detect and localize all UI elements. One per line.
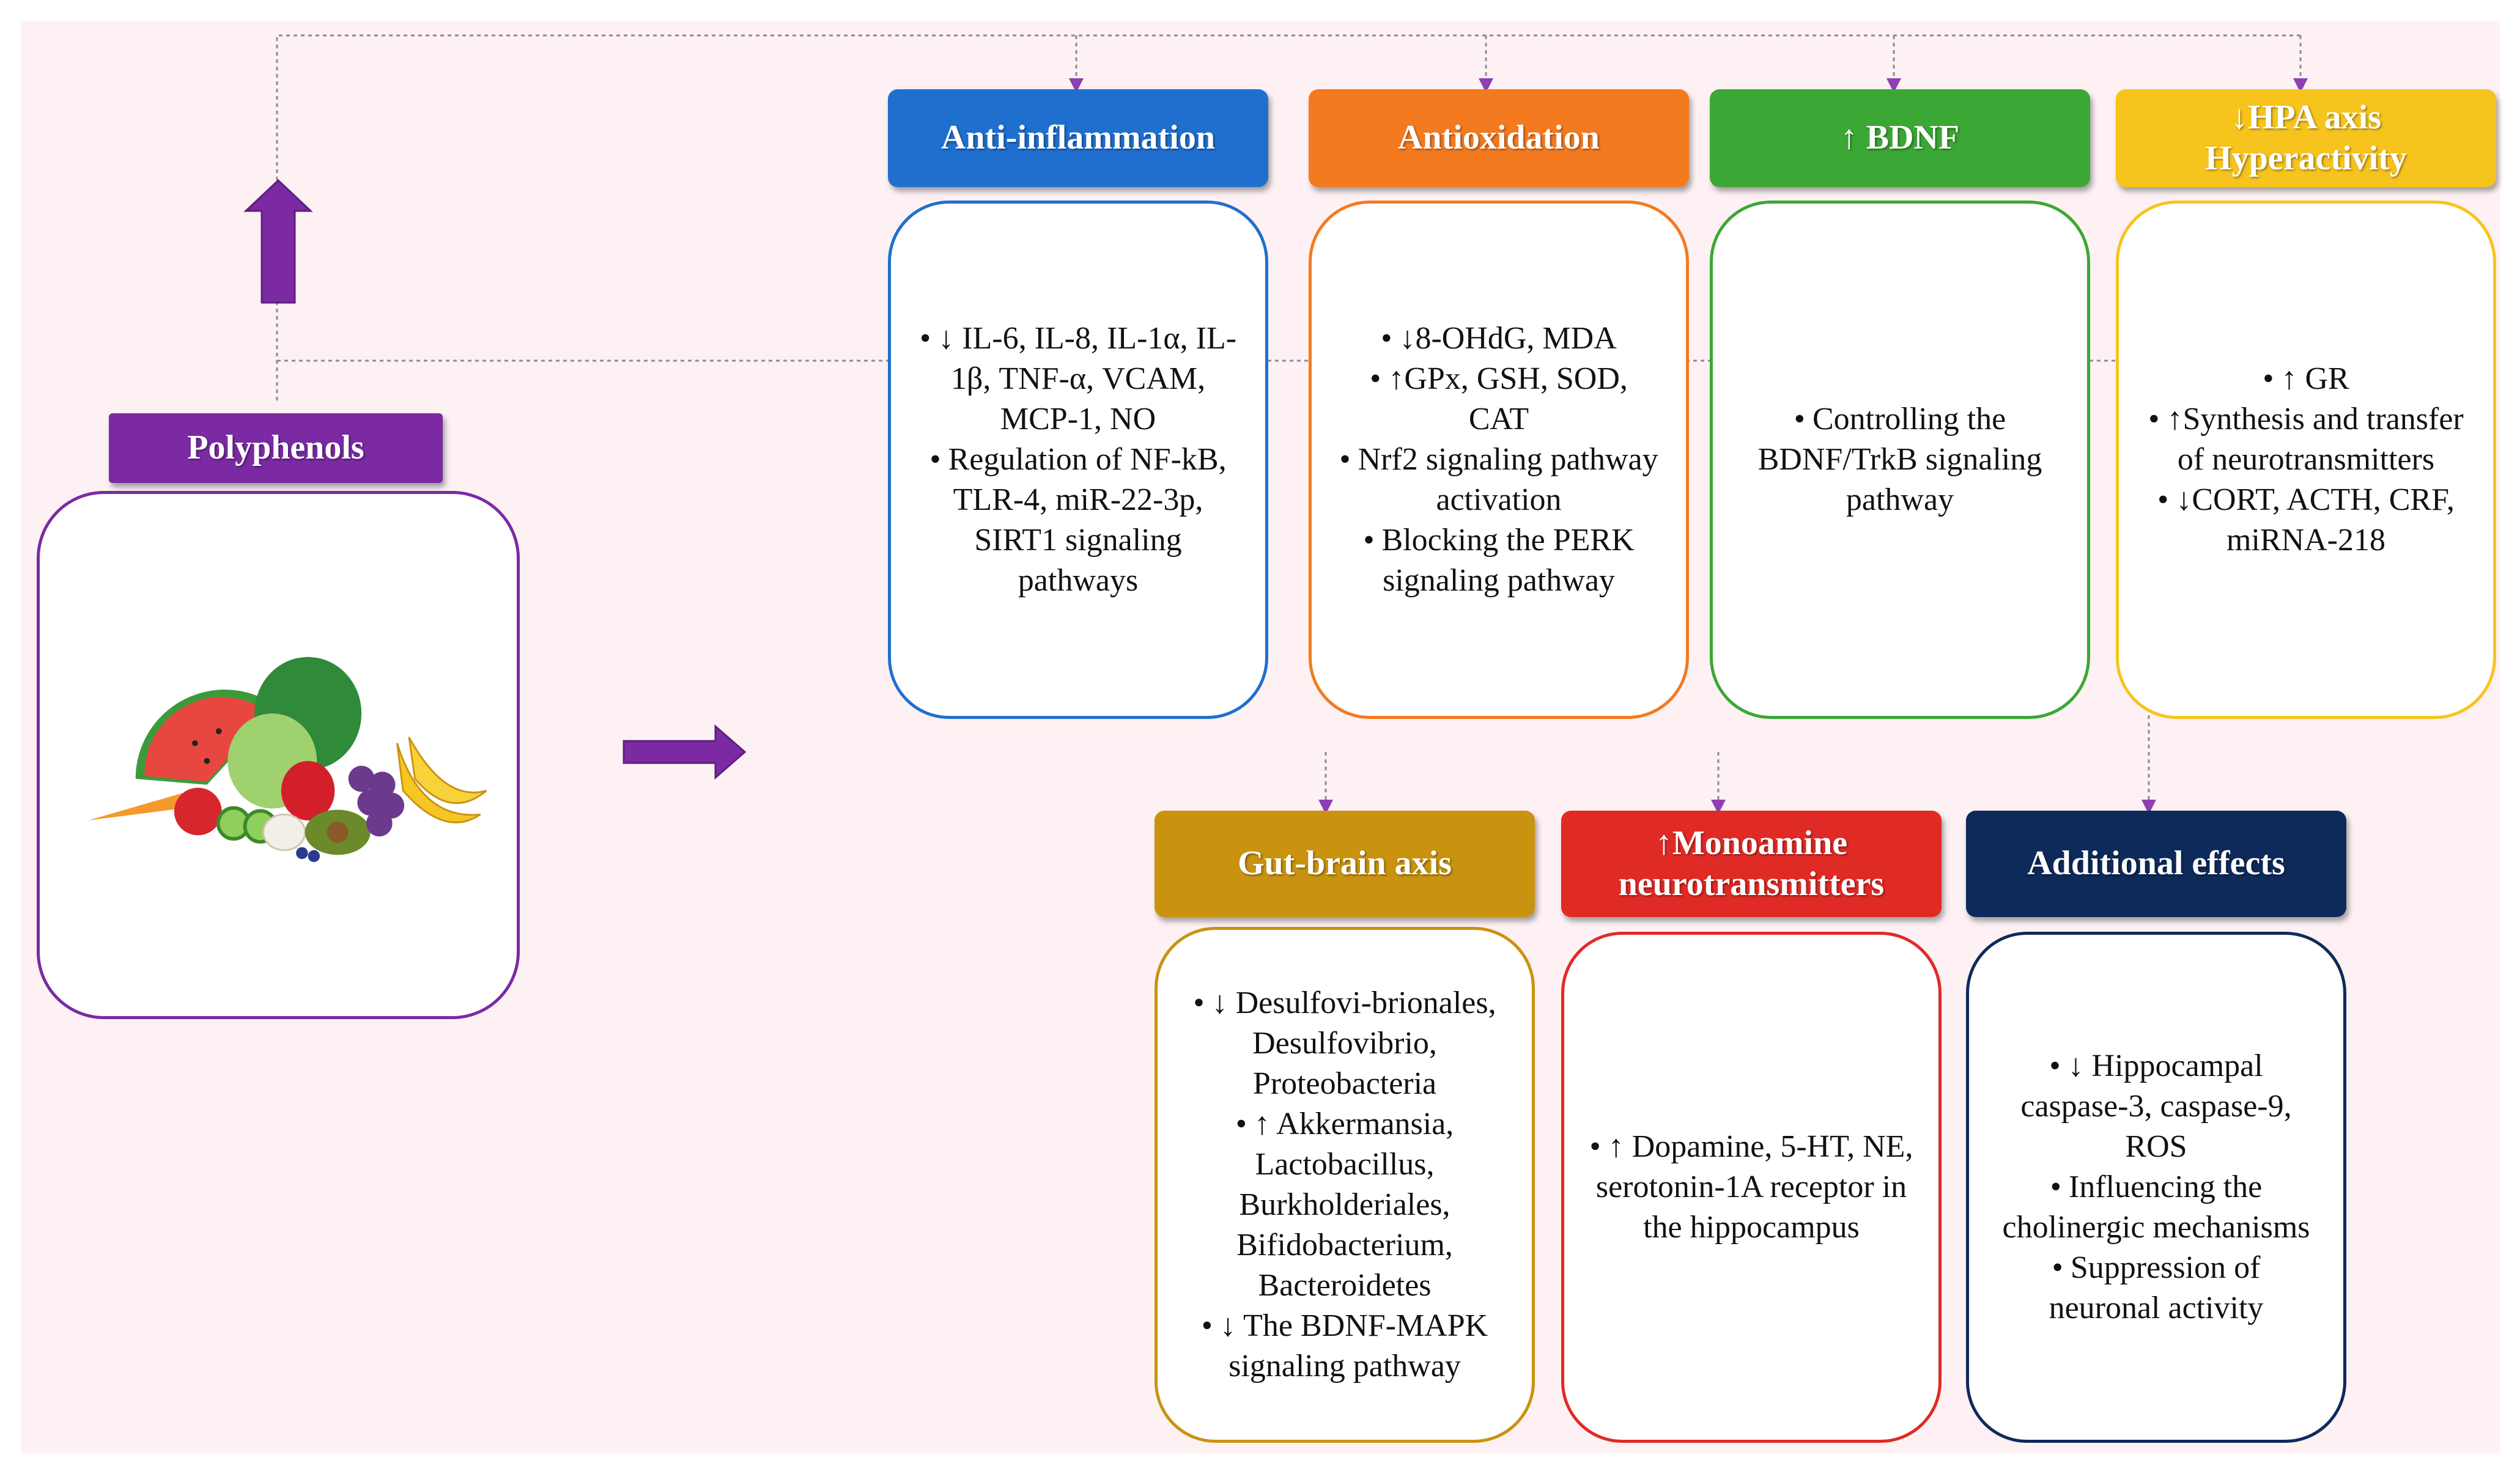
additional-effects-title: Additional effects [2027, 844, 2285, 883]
list-item: •Controlling the BDNF/TrkB signaling pat… [1757, 402, 2042, 517]
monoamine-box: •↑ Dopamine, 5-HT, NE, serotonin-1A rece… [1561, 932, 1942, 1443]
list-item: •Influencing the cholinergic mechanisms [2002, 1170, 2310, 1245]
list-item: •Blocking the PERK signaling pathway [1363, 523, 1635, 598]
antioxidation-list: •↓8-OHdG, MDA •↑GPx, GSH, SOD, CAT •Nrf2… [1336, 319, 1661, 601]
bdnf-list: •Controlling the BDNF/TrkB signaling pat… [1737, 399, 2063, 520]
hpa-axis-header: ↓HPA axis Hyperactivity [2116, 89, 2496, 187]
list-item: •Suppression of neuronal activity [2049, 1250, 2264, 1325]
list-item: •↓CORT, ACTH, CRF, miRNA-218 [2157, 482, 2455, 558]
gut-brain-axis-title: Gut-brain axis [1237, 844, 1452, 883]
hpa-axis-list: •↑ GR •↑Synthesis and transfer of neurot… [2143, 359, 2469, 561]
anti-inflammation-title: Anti-inflammation [941, 119, 1215, 157]
list-item: •↓ Hippocampal caspase-3, caspase-9, ROS [2020, 1048, 2292, 1164]
additional-effects-box: •↓ Hippocampal caspase-3, caspase-9, ROS… [1966, 932, 2346, 1443]
polyphenols-box [37, 491, 520, 1019]
gut-brain-axis-list: •↓ Desulfovi-brionales, Desulfovibrio, P… [1182, 983, 1507, 1387]
fruits-and-vegetables-illustration [87, 657, 487, 862]
antioxidation-header: Antioxidation [1309, 89, 1689, 187]
hpa-axis-title: ↓HPA axis Hyperactivity [2205, 98, 2407, 177]
additional-effects-header: Additional effects [1966, 811, 2346, 917]
antioxidation-title: Antioxidation [1398, 119, 1600, 157]
list-item: •↑ Akkermansia, Lactobacillus, Burkholde… [1235, 1107, 1454, 1303]
list-item: •↑Synthesis and transfer of neurotransmi… [2148, 402, 2464, 477]
monoamine-header: ↑Monoamine neurotransmitters [1561, 811, 1942, 917]
list-item: •↑ GR [2263, 361, 2349, 396]
list-item: •↓ The BDNF-MAPK signaling pathway [1201, 1308, 1488, 1384]
gut-brain-axis-box: •↓ Desulfovi-brionales, Desulfovibrio, P… [1155, 927, 1535, 1443]
gut-brain-axis-header: Gut-brain axis [1155, 811, 1535, 917]
monoamine-title: ↑Monoamine neurotransmitters [1618, 824, 1885, 903]
list-item: •Regulation of NF-kB, TLR-4, miR-22-3p, … [929, 442, 1227, 598]
anti-inflammation-list: •↓ IL-6, IL-8, IL-1α, IL-1β, TNF-α, VCAM… [915, 319, 1241, 601]
additional-effects-list: •↓ Hippocampal caspase-3, caspase-9, ROS… [1993, 1046, 2319, 1328]
list-item: •↓ IL-6, IL-8, IL-1α, IL-1β, TNF-α, VCAM… [919, 321, 1237, 437]
anti-inflammation-box: •↓ IL-6, IL-8, IL-1α, IL-1β, TNF-α, VCAM… [888, 201, 1268, 719]
list-item: •↓ Desulfovi-brionales, Desulfovibrio, P… [1193, 986, 1496, 1101]
polyphenols-header: Polyphenols [109, 413, 443, 483]
list-item: •↑GPx, GSH, SOD, CAT [1370, 361, 1628, 437]
anti-inflammation-header: Anti-inflammation [888, 89, 1268, 187]
bdnf-header: ↑ BDNF [1710, 89, 2090, 187]
antioxidation-box: •↓8-OHdG, MDA •↑GPx, GSH, SOD, CAT •Nrf2… [1309, 201, 1689, 719]
list-item: •↑ Dopamine, 5-HT, NE, serotonin-1A rece… [1589, 1129, 1913, 1245]
monoamine-list: •↑ Dopamine, 5-HT, NE, serotonin-1A rece… [1589, 1127, 1914, 1248]
polyphenols-title: Polyphenols [187, 429, 364, 467]
up-arrow-icon [243, 179, 313, 304]
list-item: •↓8-OHdG, MDA [1381, 321, 1617, 356]
bdnf-box: •Controlling the BDNF/TrkB signaling pat… [1710, 201, 2090, 719]
right-arrow-icon [623, 724, 747, 780]
hpa-axis-box: •↑ GR •↑Synthesis and transfer of neurot… [2116, 201, 2496, 719]
bdnf-title: ↑ BDNF [1840, 119, 1960, 157]
list-item: •Nrf2 signaling pathway activation [1339, 442, 1658, 517]
